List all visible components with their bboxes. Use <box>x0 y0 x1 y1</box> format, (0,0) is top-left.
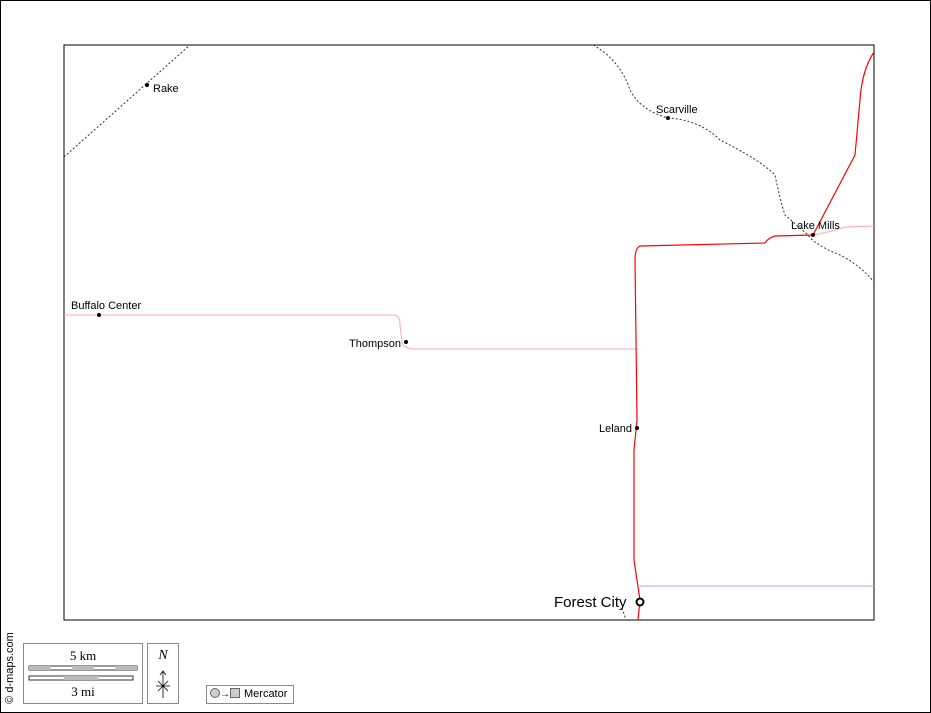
scale-bars <box>28 665 138 681</box>
town-marker <box>666 116 670 120</box>
north-arrow: N <box>147 643 179 704</box>
town-marker <box>635 426 639 430</box>
place-lake-mills: Lake Mills <box>791 220 840 232</box>
projection-label: Mercator <box>244 688 288 700</box>
place-buffalo-center: Buffalo Center <box>71 300 141 312</box>
minor-road <box>812 225 875 236</box>
minor-road <box>64 314 636 350</box>
major-road <box>633 51 875 621</box>
place-leland: Leland <box>599 423 632 435</box>
place-scarville: Scarville <box>656 104 698 116</box>
place-forest-city: Forest City <box>554 594 627 611</box>
scale-km-label: 5 km <box>69 648 97 663</box>
projection-box: →Mercator <box>206 685 294 704</box>
north-label: N <box>158 648 168 663</box>
place-rake: Rake <box>153 83 179 95</box>
credit: © d-maps.com <box>4 632 16 704</box>
state-border <box>63 44 191 158</box>
place-thompson: Thompson <box>349 338 401 350</box>
town-marker <box>811 233 815 237</box>
town-marker <box>404 340 408 344</box>
compass-icon <box>156 670 170 698</box>
town-marker <box>145 83 149 87</box>
county-border <box>592 44 875 283</box>
scale-mi-label: 3 mi <box>71 684 95 699</box>
county-seat-marker <box>635 597 645 607</box>
square-icon <box>230 688 240 698</box>
map-border <box>63 44 875 621</box>
scale-bar: 5 km 3 mi <box>23 643 143 704</box>
town-marker <box>97 313 101 317</box>
globe-icon <box>210 688 220 698</box>
